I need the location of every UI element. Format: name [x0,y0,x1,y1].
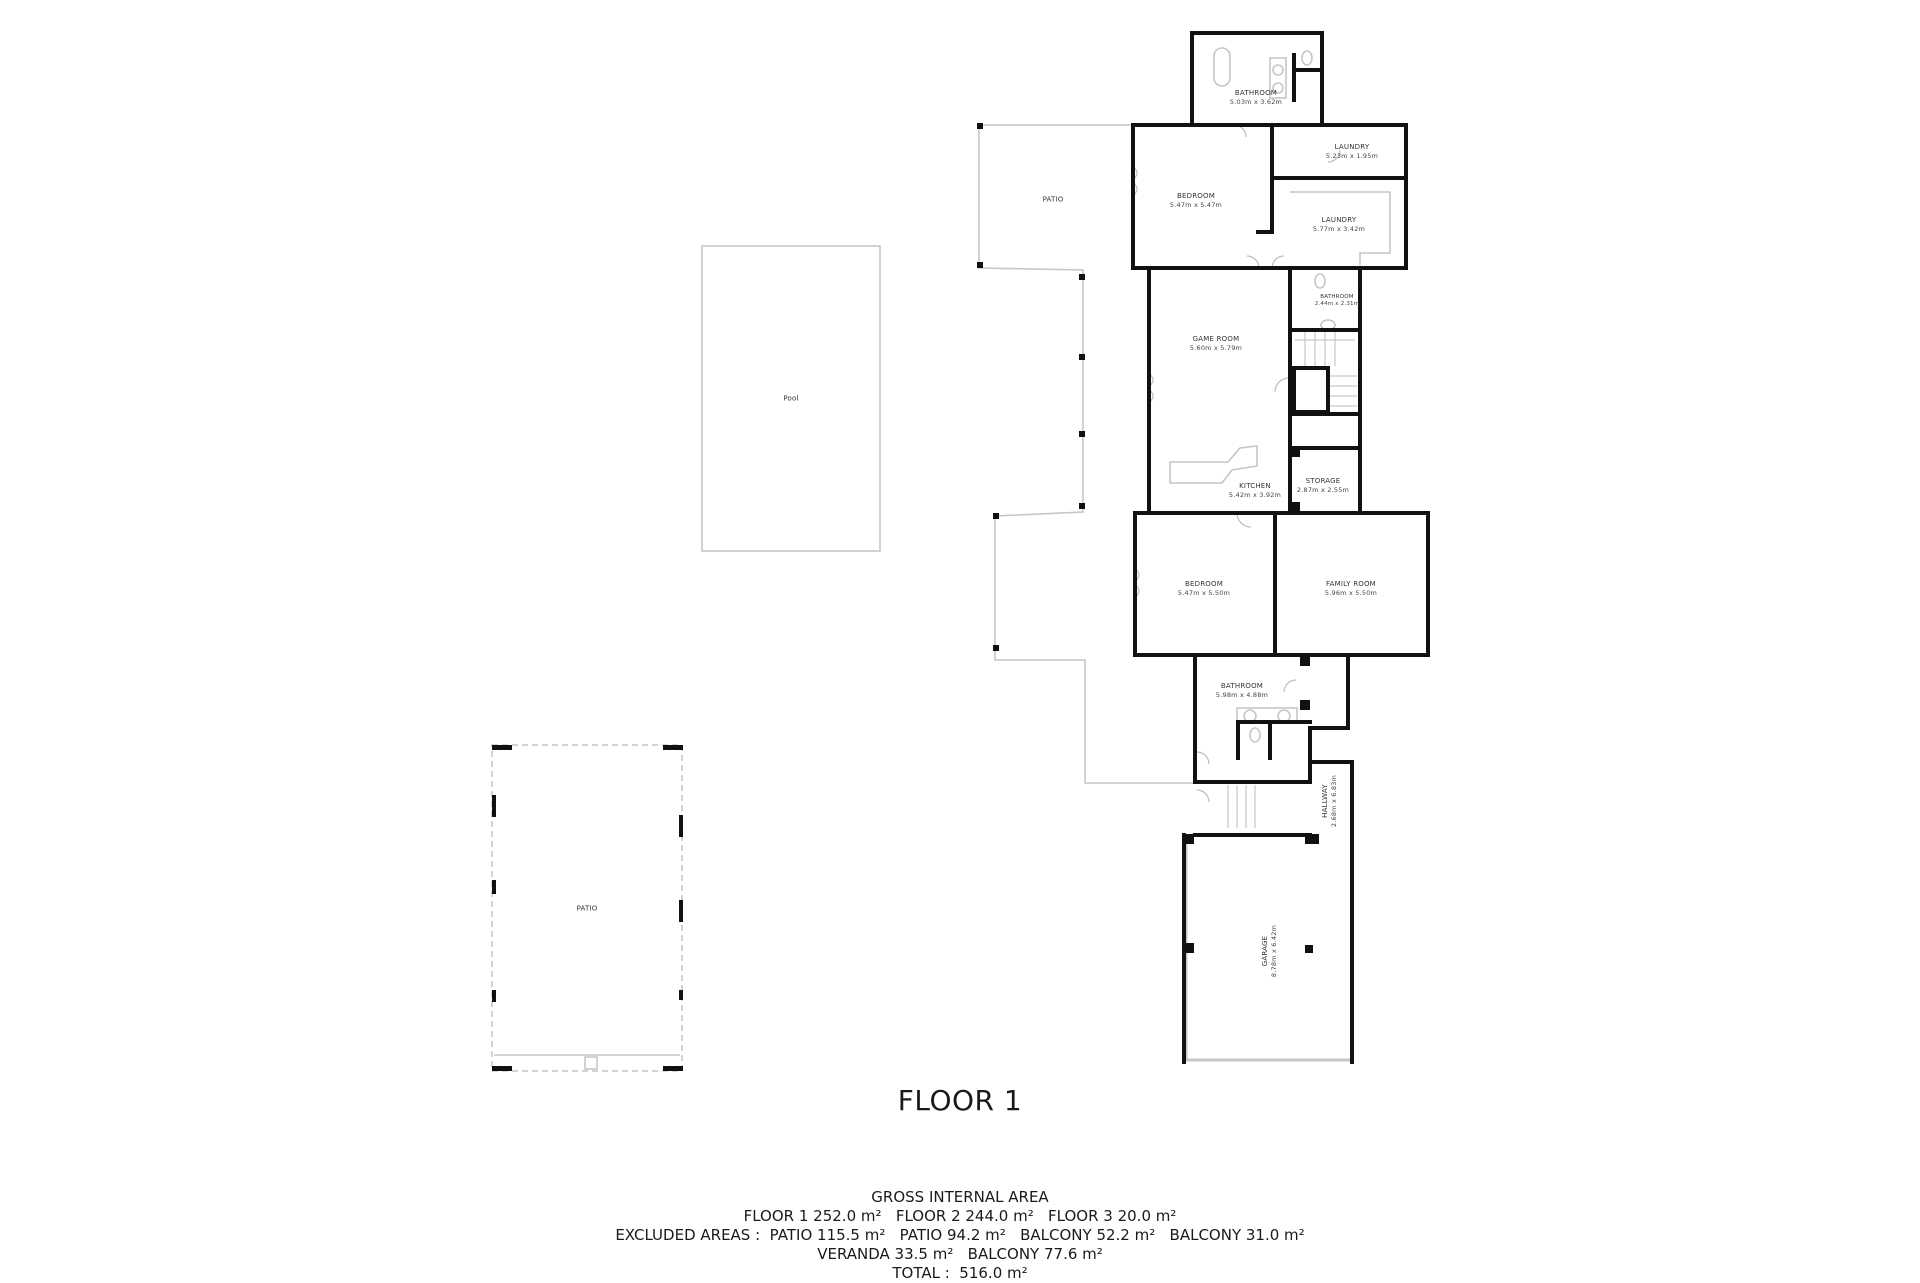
room-hallway: HALLWAY 2.68m x 6.83m [1321,775,1339,827]
room-bedroom-mid: BEDROOM 5.47m x 5.50m [1178,580,1230,598]
room-name: BATHROOM [1234,89,1278,97]
walls [1131,31,1430,1064]
room-name: BATHROOM [1320,294,1354,300]
room-name: BEDROOM [1185,580,1223,588]
room-name: LAUNDRY [1334,143,1370,151]
room-name: LAUNDRY [1321,216,1357,224]
room-laundry-small: LAUNDRY 5.23m x 1.95m [1326,143,1378,161]
room-garage: GARAGE 8.78m x 6.42m [1261,925,1279,977]
room-name: KITCHEN [1239,482,1271,490]
room-dimensions: 2.44m x 2.31m [1314,301,1360,307]
area-summary: GROSS INTERNAL AREA FLOOR 1 252.0 m² FLO… [0,1188,1920,1283]
room-name: BEDROOM [1177,192,1215,200]
room-dimensions: 5.23m x 1.95m [1325,152,1379,160]
pool-outline [701,245,881,552]
room-name: PATIO [576,904,598,913]
room-laundry-large: LAUNDRY 5.77m x 3.42m [1313,216,1365,234]
pillars [492,123,1319,1071]
room-patio-top: PATIO [1043,196,1064,205]
area-heading: GROSS INTERNAL AREA [871,1188,1049,1206]
room-dimensions: 5.60m x 5.79m [1189,344,1243,352]
room-storage: STORAGE 2.87m x 2.55m [1297,477,1349,495]
patio-outline [978,124,1195,784]
room-game-room: GAME ROOM 5.60m x 5.79m [1190,335,1242,353]
room-bathroom-small: BATHROOM 2.44m x 2.31m [1315,294,1360,308]
room-kitchen: KITCHEN 5.42m x 3.92m [1229,482,1281,500]
room-family-room: FAMILY ROOM 5.96m x 5.50m [1325,580,1377,598]
room-name: FAMILY ROOM [1326,580,1376,588]
room-dimensions: 5.47m x 5.47m [1169,201,1223,209]
room-dimensions: 5.42m x 3.92m [1228,491,1282,499]
room-name: GARAGE [1261,935,1269,967]
room-dimensions: 5.77m x 3.42m [1312,225,1366,233]
room-name: STORAGE [1305,477,1341,485]
room-dimensions: 5.47m x 5.50m [1177,589,1231,597]
area-floors-line: FLOOR 1 252.0 m² FLOOR 2 244.0 m² FLOOR … [743,1207,1177,1225]
room-name: Pool [783,394,799,403]
room-dimensions: 5.03m x 3.62m [1229,98,1283,106]
area-excluded-line: EXCLUDED AREAS : PATIO 115.5 m² PATIO 94… [615,1226,1305,1244]
room-bedroom-top: BEDROOM 5.47m x 5.47m [1170,192,1222,210]
room-dimensions: 5.96m x 5.50m [1324,589,1378,597]
room-dimensions: 5.98m x 4.88m [1215,691,1269,699]
room-dimensions: 2.87m x 2.55m [1296,486,1350,494]
floor-title: FLOOR 1 [897,1084,1023,1117]
room-pool: Pool [783,395,798,404]
room-dimensions: 2.68m x 6.83m [1330,774,1338,828]
outline-lines [491,47,1391,1072]
room-name: HALLWAY [1321,784,1329,818]
room-name: PATIO [1042,195,1064,204]
room-bathroom-lower: BATHROOM 5.98m x 4.88m [1216,682,1268,700]
area-excluded-line-2: VERANDA 33.5 m² BALCONY 77.6 m² [817,1245,1103,1263]
room-patio-left: PATIO [577,905,598,914]
area-total-line: TOTAL : 516.0 m² [892,1264,1028,1282]
room-bathroom-top: BATHROOM 5.03m x 3.62m [1230,89,1282,107]
room-dimensions: 8.78m x 6.42m [1270,924,1278,978]
room-name: BATHROOM [1220,682,1264,690]
room-name: GAME ROOM [1192,335,1240,343]
